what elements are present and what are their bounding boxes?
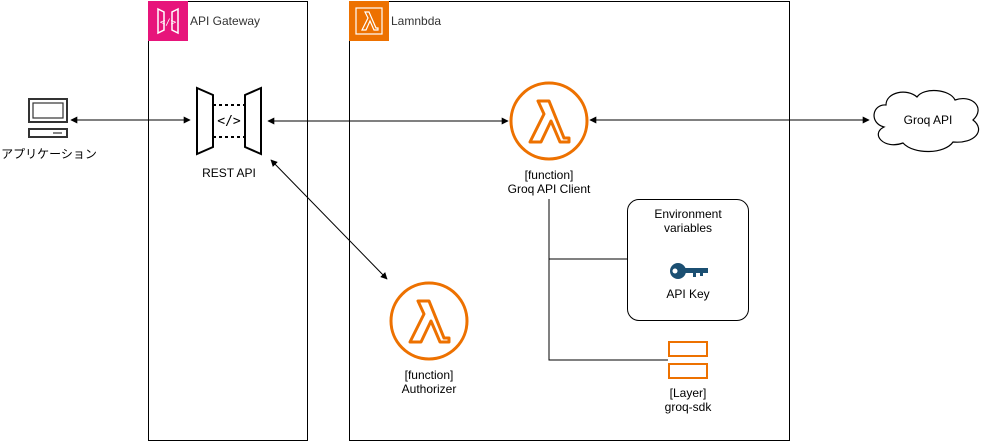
layer-icon [668,341,708,379]
client-function-line1: [function] [524,168,574,182]
env-title-line2: variables [663,221,713,235]
layer-line2: groq-sdk [664,400,712,414]
lambda-client-icon [509,81,589,161]
client-label: アプリケーション [1,147,97,161]
api-key-label: API Key [666,287,710,301]
computer-icon [28,98,68,138]
env-title-line1: Environment [654,207,722,221]
svg-text:</>: </> [160,18,177,28]
key-icon [670,263,708,279]
lambda-title: Lamnbda [391,14,442,28]
api-gateway-title: API Gateway [190,14,261,28]
cloud-icon [873,90,980,153]
rest-api-label: REST API [202,166,256,180]
groq-api-label: Groq API [903,113,953,127]
authorizer-line1: [function] [404,368,454,382]
client-function-line2: Groq API Client [507,182,591,196]
layer-line1: [Layer] [669,386,707,400]
api-gateway-badge-icon: </> [148,1,188,41]
environment-variables-box [627,199,749,321]
svg-text:</>: </> [217,114,241,129]
lambda-authorizer-icon [389,281,469,361]
edge-client-function-to-layer [548,259,668,361]
rest-api-icon: </> [196,86,262,156]
edge-client-function-to-env [548,199,627,260]
lambda-badge-icon [349,1,389,41]
authorizer-line2: Authorizer [401,382,457,396]
edge-rest-api-to-authorizer [270,159,388,280]
